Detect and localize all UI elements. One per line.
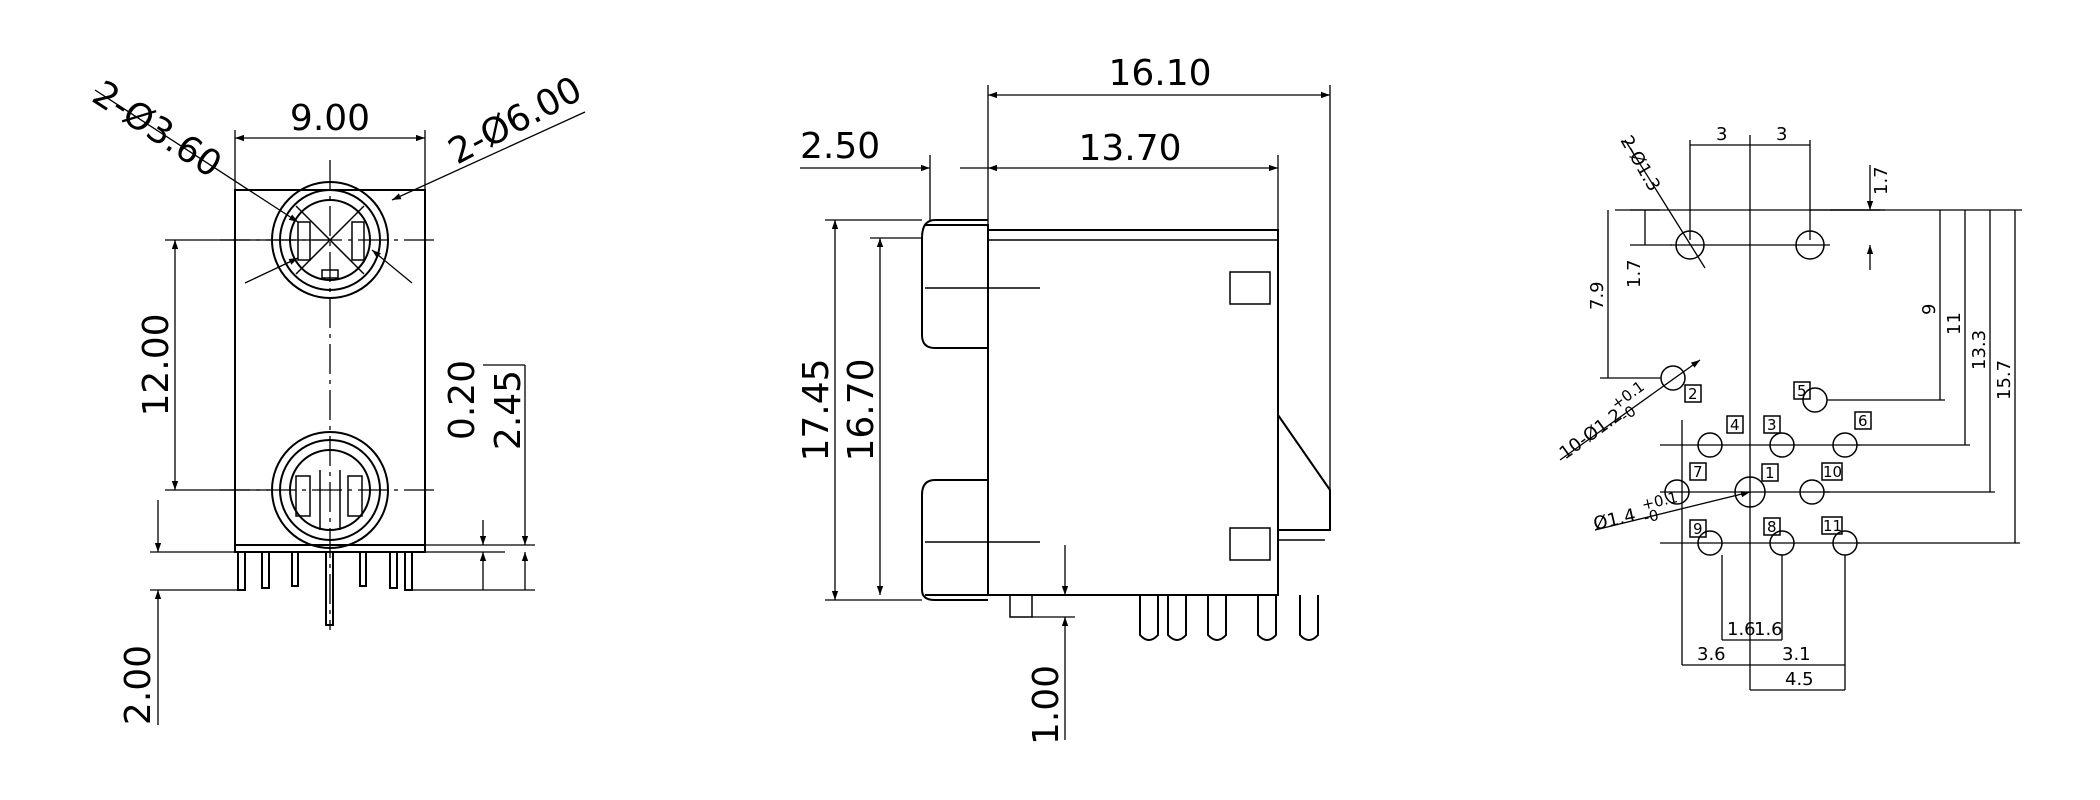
dim-front-020: 0.20 [442,360,483,440]
dim-fp-b45: 4.5 [1785,669,1814,690]
pin-label-6: 6 [1858,412,1868,430]
dim-fp-left-offset: 1.7 [1624,259,1645,288]
dim-front-width: 9.00 [290,98,370,139]
front-view: 9.00 2-Ø3.60 2-Ø6.00 12.00 0.20 2.45 2.0… [85,69,589,725]
dim-fp-v11: 11 [1944,312,1965,335]
dim-fp-pin-hole: 10-Ø1.2 [1556,405,1627,464]
dim-side-front: 2.50 [800,126,880,167]
dim-fp-b36: 3.6 [1697,644,1726,665]
pin-hole-5 [1802,387,1828,413]
dim-fp-center-hole: Ø1.4 [1591,505,1637,535]
side-body-outline [987,229,1279,596]
side-view: 16.10 13.70 2.50 17.45 16.70 1.00 [796,53,1331,745]
dim-fp-mount-hole: 2-Ø1.3 [1616,132,1665,195]
dim-fp-pitch-left: 3 [1716,124,1727,145]
dim-front-200: 2.00 [118,645,159,725]
dim-fp-v79: 7.9 [1587,281,1608,310]
pin-label-boxes [1684,381,1872,538]
pin-label-9: 9 [1693,520,1703,538]
dim-fp-b16a: 1.6 [1727,619,1756,640]
dim-side-100: 1.00 [1026,665,1067,745]
dim-fp-b16b: 1.6 [1754,619,1783,640]
dim-side-h1670: 16.70 [841,358,882,461]
side-pins [1139,595,1319,641]
side-front-flange [925,224,989,596]
pin-label-5: 5 [1797,382,1807,400]
dim-side-h1745: 17.45 [796,358,837,461]
pcb-footprint: 2 5 4 3 6 7 1 10 9 8 11 3 3 2-Ø1.3 1.7 1… [1556,124,2022,691]
dim-fp-v133: 13.3 [1969,330,1990,370]
pin-label-3: 3 [1767,416,1777,434]
dim-fp-b31: 3.1 [1782,644,1811,665]
dim-fp-v157: 15.7 [1994,360,2015,400]
pin-label-11: 11 [1823,517,1842,535]
dim-hole-small: 2-Ø3.60 [85,73,228,186]
pin-label-1: 1 [1765,464,1775,482]
pin-label-10: 10 [1823,463,1842,481]
dim-fp-v9: 9 [1919,304,1940,315]
dim-side-length: 16.10 [1108,53,1211,94]
pin-label-4: 4 [1730,416,1740,434]
pin-label-2: 2 [1688,385,1698,403]
pin-label-7: 7 [1693,463,1703,481]
dim-side-body: 13.70 [1078,128,1181,169]
pin-label-8: 8 [1767,518,1777,536]
dim-front-245: 2.45 [488,370,529,450]
dim-fp-top-offset: 1.7 [1871,166,1892,195]
dim-front-pitch: 12.00 [136,313,177,416]
pin-hole-2 [1660,365,1686,391]
dim-fp-center-tol-minus: -0 [1642,506,1661,527]
dim-fp-pitch-right: 3 [1776,124,1787,145]
front-pins [237,552,413,626]
